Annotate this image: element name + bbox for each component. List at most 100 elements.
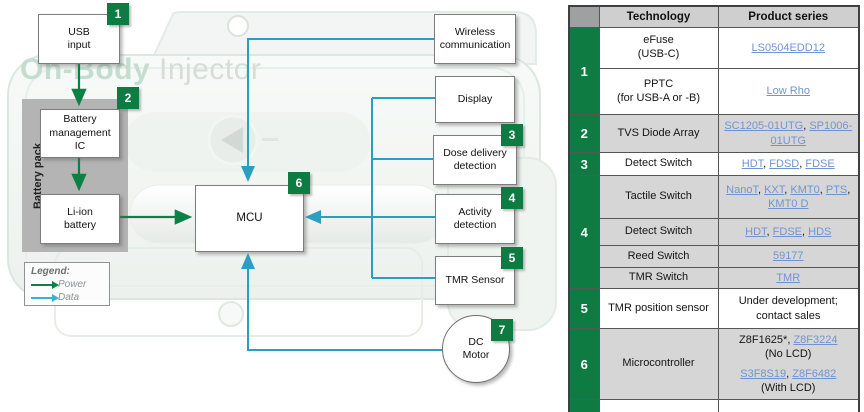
data-line-dcmotor-to-mcu xyxy=(241,253,442,351)
power-arrow-icon xyxy=(31,280,59,289)
product-link[interactable]: FDSE xyxy=(772,225,802,238)
node-label: TMR Sensor xyxy=(445,273,505,286)
product-link[interactable]: KMT0 xyxy=(790,183,820,196)
product-text: , xyxy=(799,157,806,170)
product-cell: 59177 xyxy=(717,245,860,268)
product-cell: Under development;contact sales xyxy=(717,288,860,329)
legend: Legend: Power Data xyxy=(24,262,110,306)
technology-cell: eFuse (USB-C) xyxy=(598,27,719,69)
product-series-header: Product series xyxy=(717,5,860,28)
legend-data-label: Data xyxy=(58,292,80,303)
badge-1: 1 xyxy=(107,3,129,25)
product-cell: Low Rho xyxy=(717,68,860,115)
product-cell: SMAJ xyxy=(717,399,860,412)
product-text: contact sales xyxy=(756,309,821,322)
product-cell: TMR xyxy=(717,267,860,289)
technology-cell: Tactile Switch xyxy=(598,175,719,219)
node-label: Dose delivery detection xyxy=(443,146,507,172)
product-text: Z8F1625* xyxy=(739,333,788,346)
legend-power-label: Power xyxy=(58,279,87,290)
product-link[interactable]: HDT xyxy=(745,225,767,238)
group-number-cell: 7 xyxy=(568,399,600,412)
table-row: 7TVS DiodeSMAJ xyxy=(568,399,860,412)
badge-6: 6 xyxy=(288,172,310,194)
legend-title: Legend: xyxy=(31,266,70,277)
group-number-cell: 3 xyxy=(568,152,600,176)
technology-cell: Detect Switch xyxy=(598,218,719,246)
product-cell: SC1205-01UTG, SP1006-01UTG xyxy=(717,114,860,153)
technology-cell: Microcontroller xyxy=(598,328,719,400)
table-row: TMR Switch TMR xyxy=(569,267,860,289)
node-label: DC Motor xyxy=(462,335,490,361)
node-label: Display xyxy=(457,92,493,105)
technology-cell: TVS Diode xyxy=(598,399,719,412)
badge-7: 7 xyxy=(491,319,513,341)
group-number-cell: 2 xyxy=(568,114,600,153)
product-link[interactable]: S3F8S19 xyxy=(740,367,787,380)
technology-cell: Reed Switch xyxy=(598,245,719,268)
product-link[interactable]: HDS xyxy=(808,225,832,238)
product-link[interactable]: SP1006-01UTG xyxy=(770,120,853,147)
badge-3: 3 xyxy=(501,124,523,146)
legend-data-row: Data xyxy=(31,292,109,303)
product-text: (No LCD) xyxy=(765,348,812,361)
product-cell: Z8F1625*, Z8F3224(No LCD)S3F8S19, Z8F648… xyxy=(717,328,860,400)
node-dose-delivery-detection: Dose delivery detection xyxy=(433,135,517,185)
data-arrow-icon xyxy=(31,293,59,302)
node-label: Activity detection xyxy=(453,205,497,231)
product-link[interactable]: Z8F6482 xyxy=(792,367,837,380)
node-wireless-communication: Wireless communication xyxy=(434,14,516,64)
product-text: Under development; xyxy=(738,295,838,308)
technology-cell: TMR position sensor xyxy=(598,288,719,329)
node-liion-battery: Li-ion battery xyxy=(40,194,120,244)
technology-cell: Detect Switch xyxy=(598,152,719,176)
product-link[interactable]: 59177 xyxy=(772,250,804,263)
product-link[interactable]: NanoT xyxy=(726,183,758,196)
product-link[interactable]: LS0504EDD12 xyxy=(751,41,825,54)
product-cell: HDT, FDSE, HDS xyxy=(717,218,860,246)
node-label: Battery management IC xyxy=(49,113,111,153)
product-text: , xyxy=(847,183,851,196)
node-label: USB input xyxy=(67,25,91,51)
node-label: Wireless communication xyxy=(439,25,511,51)
product-link[interactable]: Low Rho xyxy=(766,85,810,98)
product-link[interactable]: FDSD xyxy=(769,157,800,170)
node-label: MCU xyxy=(236,212,263,225)
group-number-cell: 1 xyxy=(568,27,600,115)
product-link[interactable]: Z8F3224 xyxy=(793,333,838,346)
product-text: , xyxy=(786,367,793,380)
product-text: , xyxy=(763,157,770,170)
data-line-wireless-to-mcu xyxy=(241,38,434,182)
node-label: Li-ion battery xyxy=(63,205,97,231)
technology-cell: TMR Switch xyxy=(598,267,719,289)
table-row: Reed Switch 59177 xyxy=(569,245,860,268)
badge-5: 5 xyxy=(501,247,523,269)
table-corner-cell xyxy=(568,5,600,28)
product-link[interactable]: PTS xyxy=(825,183,848,196)
technology-cell: PPTC (for USB-A or -B) xyxy=(598,68,719,115)
product-link[interactable]: FDSE xyxy=(805,157,835,170)
product-text: , xyxy=(757,183,765,196)
product-link[interactable]: SC1205-01UTG xyxy=(724,120,804,133)
product-cell: NanoT, KXT, KMT0, PTS, KMT0 D xyxy=(717,175,860,219)
product-text: , xyxy=(803,120,810,133)
technology-header: Technology xyxy=(598,5,719,28)
injector-block-diagram: On-Body Injector Battery pack xyxy=(7,3,557,383)
product-link[interactable]: TMR xyxy=(776,271,801,284)
badge-4: 4 xyxy=(501,187,523,209)
product-text: , xyxy=(802,225,809,238)
product-link[interactable]: KMT0 D xyxy=(768,198,809,210)
node-battery-management-ic: Battery management IC xyxy=(40,109,120,158)
product-link[interactable]: HDT xyxy=(741,157,764,170)
product-link[interactable]: KXT xyxy=(764,183,785,196)
node-display: Display xyxy=(435,76,515,123)
